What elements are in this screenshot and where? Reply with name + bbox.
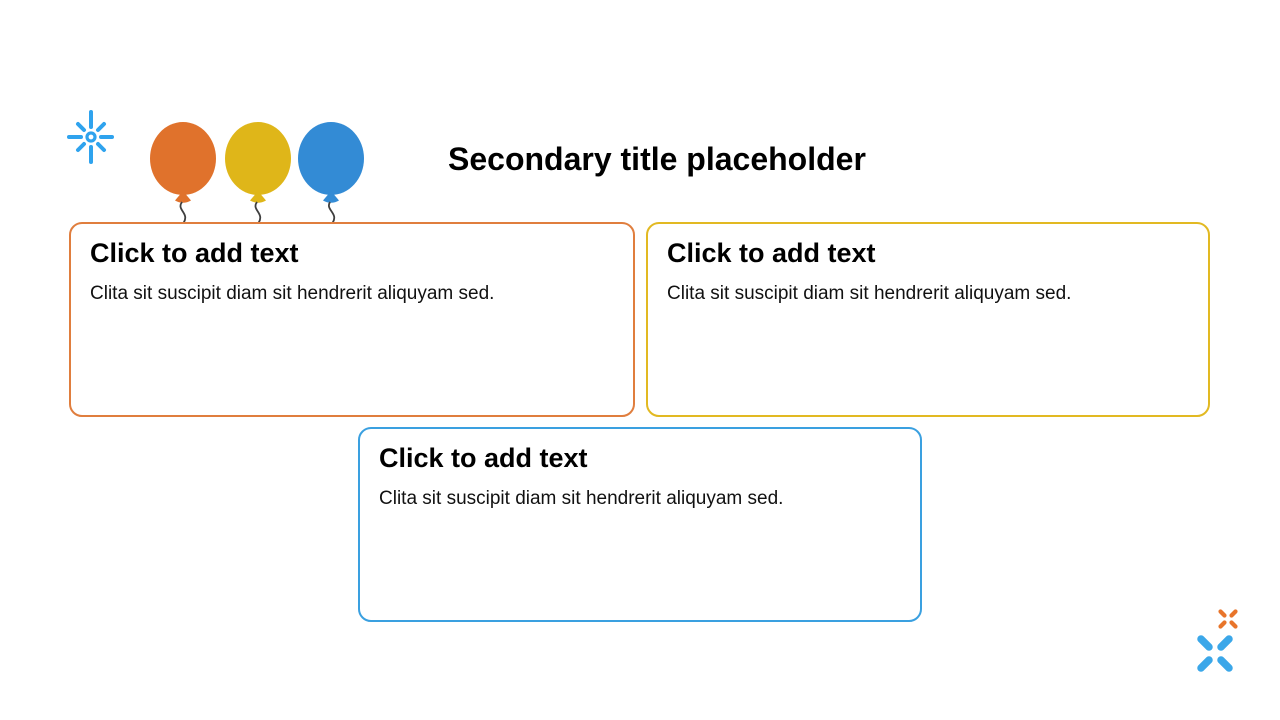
- slide-title[interactable]: Secondary title placeholder: [448, 141, 866, 177]
- brand-x-logo: [1197, 609, 1238, 672]
- text-placeholder-card-gold[interactable]: Click to add text Clita sit suscipit dia…: [646, 222, 1210, 417]
- card-heading: Click to add text: [90, 238, 299, 268]
- gold-balloon-icon: [225, 122, 291, 223]
- text-placeholder-card-orange[interactable]: Click to add text Clita sit suscipit dia…: [69, 222, 635, 417]
- text-placeholder-card-blue[interactable]: Click to add text Clita sit suscipit dia…: [358, 427, 922, 622]
- card-body-text: Clita sit suscipit diam sit hendrerit al…: [667, 283, 1072, 305]
- card-heading: Click to add text: [667, 238, 876, 268]
- card-heading: Click to add text: [379, 443, 588, 473]
- card-body-text: Clita sit suscipit diam sit hendrerit al…: [90, 283, 495, 305]
- card-body-text: Clita sit suscipit diam sit hendrerit al…: [379, 488, 784, 510]
- sparkle-burst-icon: [67, 110, 114, 164]
- blue-balloon-icon: [298, 122, 364, 223]
- orange-balloon-icon: [150, 122, 216, 223]
